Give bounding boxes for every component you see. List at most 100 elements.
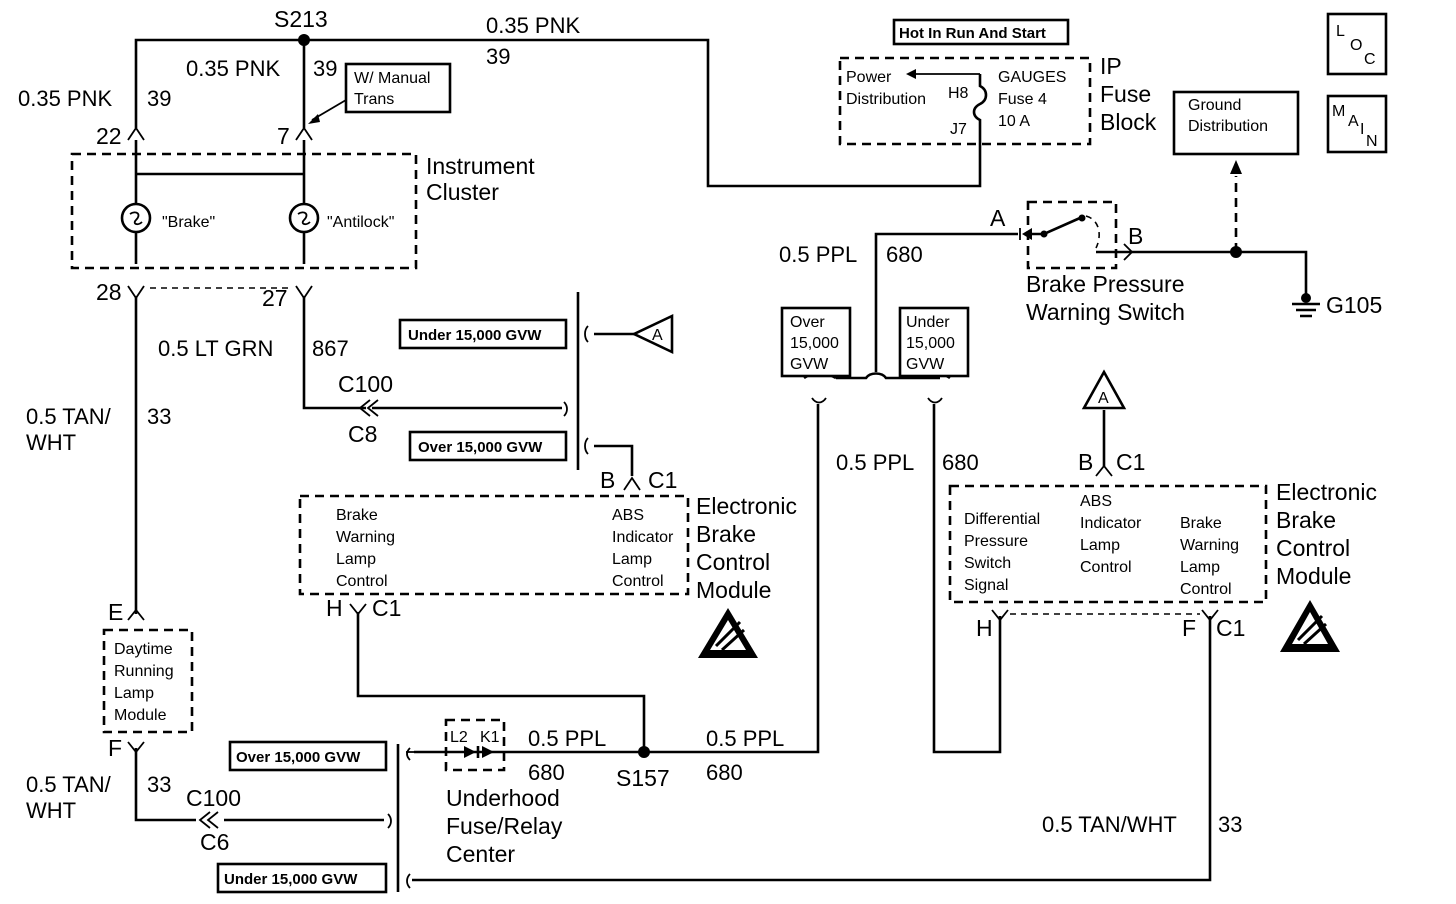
fuse-4-icon xyxy=(972,74,988,130)
drl-module: Daytime Running Lamp Module E F xyxy=(102,599,194,761)
connector-f-drl xyxy=(127,741,145,754)
c100-bottom-label: C100 xyxy=(186,785,241,811)
drl-line-3: Lamp xyxy=(114,685,154,702)
manual-trans-line-2: Trans xyxy=(354,91,394,108)
offpage-a-left-label: A xyxy=(652,327,663,344)
antilock-lamp-filament-icon xyxy=(297,211,311,226)
drl-line-1: Daytime xyxy=(114,641,173,658)
underhood-name-2: Fuse/Relay xyxy=(446,813,563,839)
wire-tanwht-bottom-circuit: 33 xyxy=(1218,812,1242,837)
ebcm-left-abs-2: Indicator xyxy=(612,529,674,546)
wire-ppl-680-s157 xyxy=(414,404,820,754)
connector-h-right xyxy=(991,609,1009,622)
drl-module-box xyxy=(102,628,194,734)
ebcm-right-diff-3: Switch xyxy=(964,555,1011,572)
wire-over-under-jumper xyxy=(836,372,940,380)
ebcm-right-c1-top: C1 xyxy=(1116,449,1145,475)
wire-pnk-mid-size: 0.35 PNK xyxy=(186,56,280,81)
wire-tanwht-upper-size-b: WHT xyxy=(26,430,76,455)
ebcm-left-c1-top: C1 xyxy=(648,467,677,493)
manual-trans-note: W/ Manual Trans xyxy=(308,62,452,124)
ebcm-right-name-3: Control xyxy=(1276,535,1350,561)
wire-ppl-680-switch xyxy=(874,232,1018,372)
esd-warning-left-icon xyxy=(698,608,758,658)
loc-box xyxy=(1326,12,1388,76)
under-15000-bottom-label: Under 15,000 GVW xyxy=(224,871,358,888)
ebcm-right-brake-4: Control xyxy=(1180,581,1232,598)
main-i: I xyxy=(1360,121,1364,138)
switch-pin-b: B xyxy=(1128,223,1143,249)
connector-22 xyxy=(127,126,145,141)
splice-ground-dot xyxy=(1230,246,1242,258)
pin-h8: H8 xyxy=(948,85,969,102)
cluster-name-1: Instrument xyxy=(426,153,535,179)
wire-ebcm-h xyxy=(356,612,646,752)
connector-over-under xyxy=(811,397,943,404)
ebcm-right-name-4: Module xyxy=(1276,563,1351,589)
manual-trans-line-1: W/ Manual xyxy=(354,70,430,87)
under-box-line-1: Under xyxy=(906,314,950,331)
ebcm-right: Differential Pressure Switch Signal ABS … xyxy=(948,449,1377,652)
ebcm-left-abs-4: Control xyxy=(612,573,664,590)
wire-tanwht-upper-size-a: 0.5 TAN/ xyxy=(26,404,112,429)
over-15000-box-bottom xyxy=(228,740,388,772)
wire-ppl-680-ebcm-h xyxy=(932,404,1002,754)
ebcm-left: Brake Warning Lamp Control ABS Indicator… xyxy=(298,467,797,658)
ebcm-right-c1-bottom: C1 xyxy=(1216,615,1245,641)
ip-fuse-block-box xyxy=(838,56,1092,146)
gvw-notes-left: Under 15,000 GVW Over 15,000 GVW Over 15… xyxy=(216,318,568,894)
over-box-line-1: Over xyxy=(790,314,825,331)
ip-fuse-name-2: Fuse xyxy=(1100,81,1151,107)
ebcm-right-diff-1: Differential xyxy=(964,511,1040,528)
wire-ppl-680-top-size: 0.5 PPL xyxy=(779,242,857,267)
wire-pnk-top-size: 0.35 PNK xyxy=(486,13,580,38)
cluster-internal-wiring xyxy=(134,140,306,264)
fuse-label-2: Fuse 4 xyxy=(998,91,1047,108)
power-dist-2: Distribution xyxy=(846,91,926,108)
ebcm-right-box xyxy=(948,484,1268,604)
main-box xyxy=(1326,94,1388,154)
under-box-line-2: 15,000 xyxy=(906,335,955,352)
cluster-name-2: Cluster xyxy=(426,179,499,205)
wire-ppl-left-size: 0.5 PPL xyxy=(528,726,606,751)
wire-pnk-left-circuit: 39 xyxy=(147,86,171,111)
ip-fuse-block: Hot In Run And Start Power Distribution … xyxy=(838,18,1300,174)
instrument-cluster-box xyxy=(70,152,418,270)
ebcm-left-name-2: Brake xyxy=(696,521,756,547)
splice-s157-dot xyxy=(638,746,650,758)
c8-label: C8 xyxy=(348,421,377,447)
ebcm-left-brake-2: Warning xyxy=(336,529,395,546)
wire-tanwht-bottom-size: 0.5 TAN/WHT xyxy=(1042,812,1177,837)
underhood-name-3: Center xyxy=(446,841,515,867)
connector-e xyxy=(127,608,145,621)
ebcm-left-name-1: Electronic xyxy=(696,493,797,519)
wire-pnk-39-main xyxy=(134,38,982,188)
splice-s213-label: S213 xyxy=(274,6,328,32)
under-15000-box-right xyxy=(898,306,970,378)
drl-line-4: Module xyxy=(114,707,167,724)
wire-ppl-right-circuit: 680 xyxy=(706,760,743,785)
under-box-line-3: GVW xyxy=(906,356,945,373)
wire-tanwht-lower-size-a: 0.5 TAN/ xyxy=(26,772,112,797)
connector-h-left xyxy=(349,603,367,616)
ebcm-right-name-2: Brake xyxy=(1276,507,1336,533)
switch-pressure-link xyxy=(1085,215,1100,249)
ebcm-right-abs-3: Lamp xyxy=(1080,537,1120,554)
ebcm-left-c1-bottom: C1 xyxy=(372,595,401,621)
switch-contact-dot xyxy=(1078,214,1086,222)
instrument-cluster: "Brake" "Antilock" Instrument Cluster 22… xyxy=(70,123,535,311)
connector-b-left xyxy=(623,476,641,491)
ebcm-left-box xyxy=(298,494,690,596)
drl-line-2: Running xyxy=(114,663,174,680)
underhood-fuse-relay: L2 K1 Underhood Fuse/Relay Center xyxy=(444,718,563,867)
wire-tanwht-lower-size-b: WHT xyxy=(26,798,76,823)
ebcm-right-pin-b: B xyxy=(1078,449,1093,475)
bracket-hooks-top xyxy=(563,325,589,455)
main-n: N xyxy=(1366,133,1378,150)
wire-ltgrn-size: 0.5 LT GRN xyxy=(158,336,273,361)
wire-tanwht-upper-circuit: 33 xyxy=(147,404,171,429)
connector-c100-c8 xyxy=(358,399,379,417)
ground-dist-2: Distribution xyxy=(1188,118,1268,135)
wire-pnk-top-circuit: 39 xyxy=(486,44,510,69)
ebcm-left-brake-1: Brake xyxy=(336,507,378,524)
